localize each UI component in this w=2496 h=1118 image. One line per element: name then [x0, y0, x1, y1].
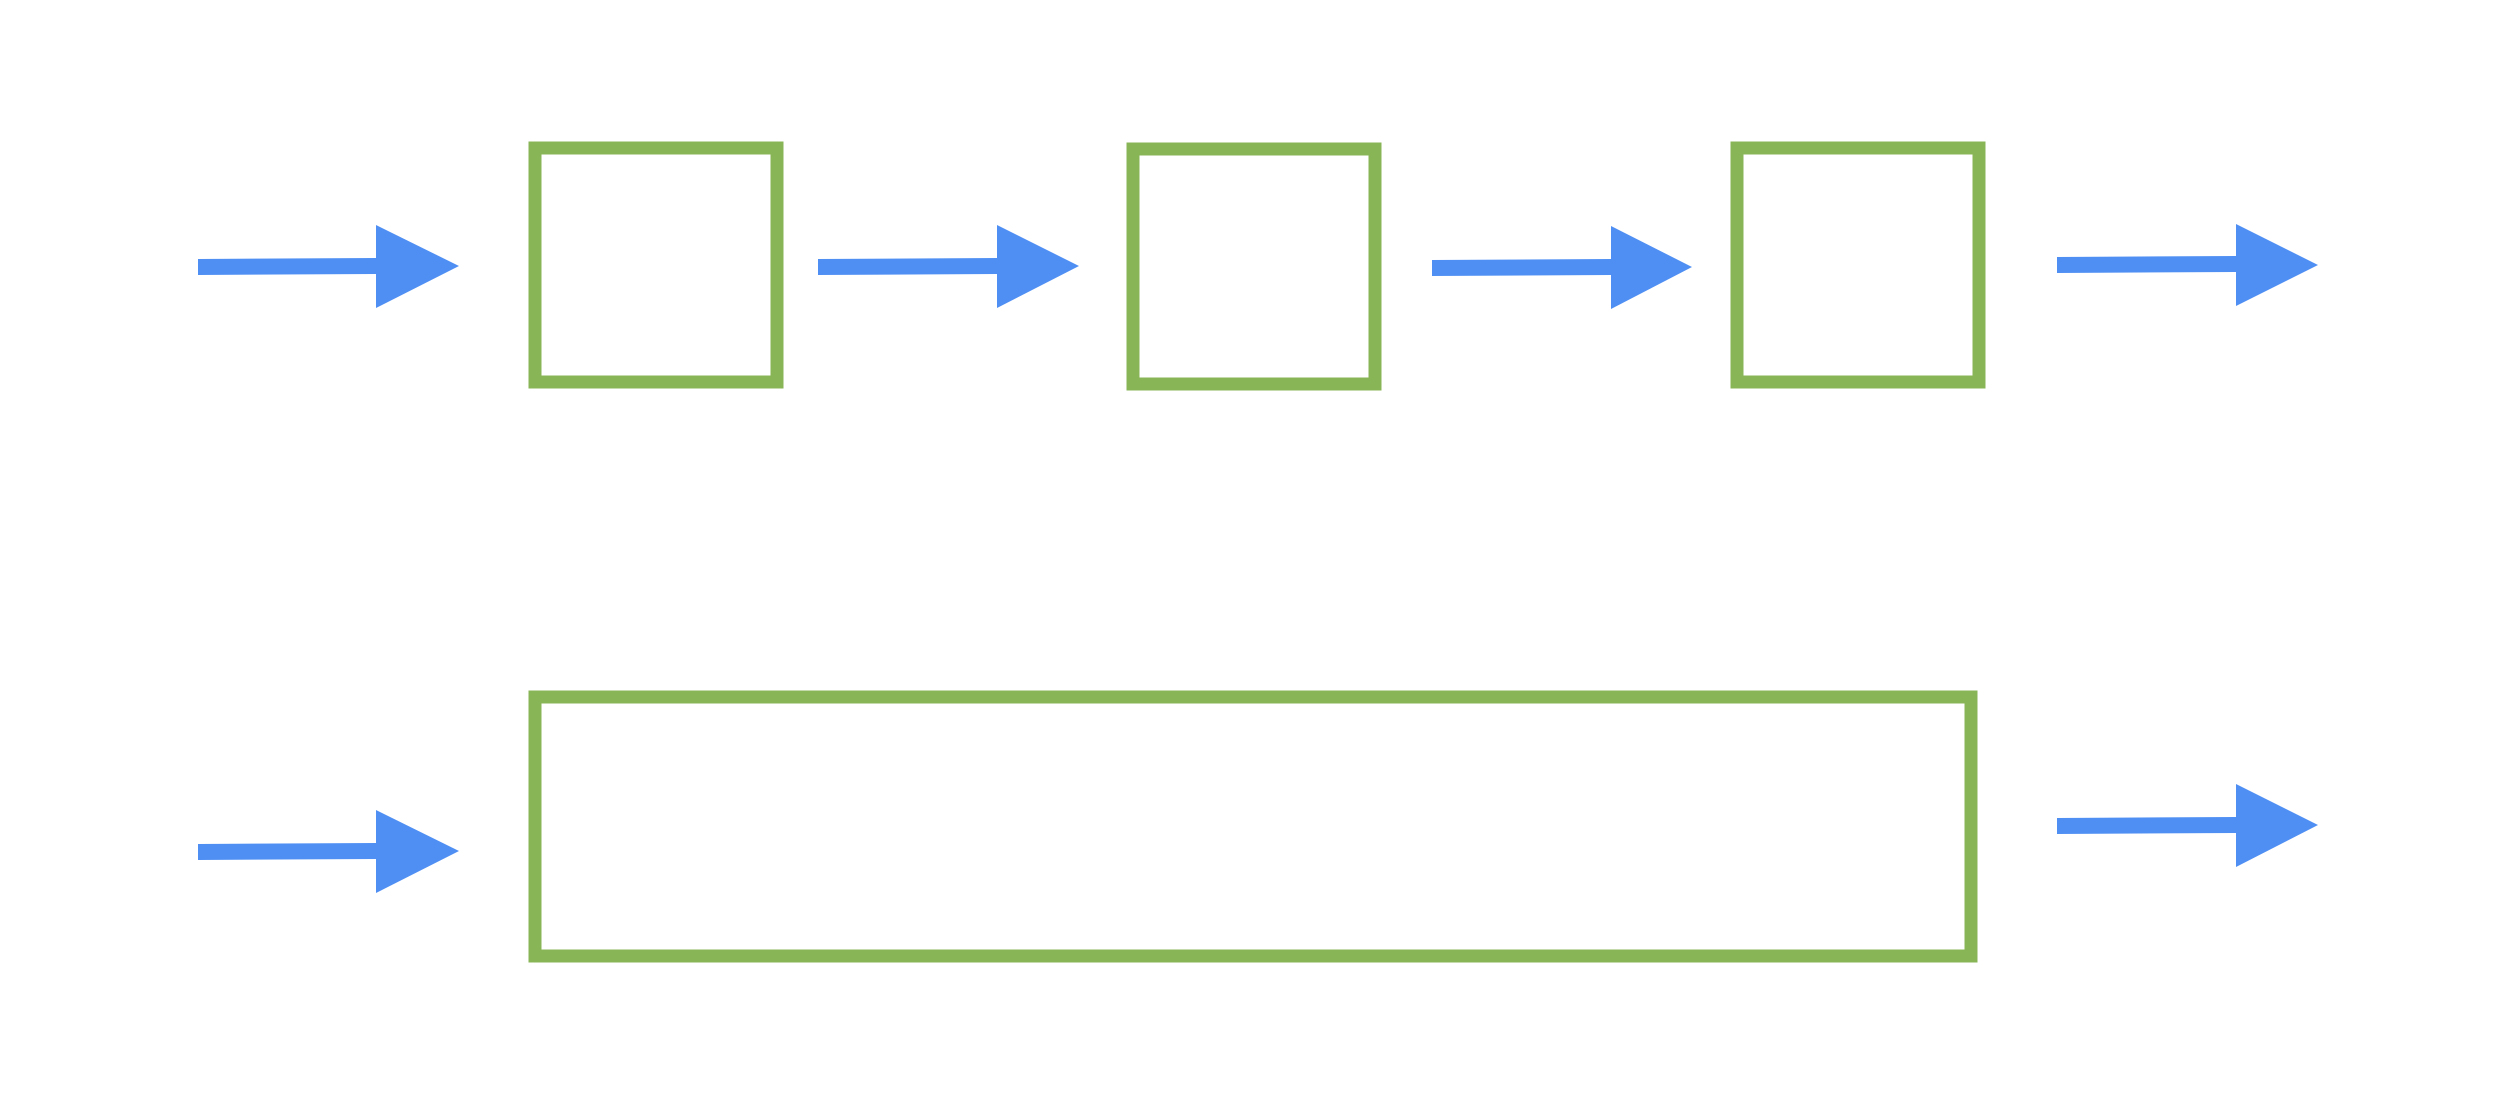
- flow-arrow-1: [198, 225, 459, 308]
- flow-arrow-5: [198, 810, 459, 893]
- block-box: [528, 690, 1978, 963]
- stage-box-3: [1730, 141, 1986, 389]
- arrow-shaft: [818, 258, 997, 275]
- stage-box-2: [1126, 142, 1382, 391]
- arrow-head: [1611, 226, 1692, 309]
- stage-box-1: [528, 141, 784, 389]
- arrow-shaft: [2057, 817, 2236, 834]
- arrow-shaft: [1432, 259, 1611, 276]
- arrow-head: [997, 225, 1079, 308]
- arrow-head: [2236, 224, 2318, 306]
- arrow-shaft: [2057, 256, 2236, 273]
- row-pipeline-stages: [198, 141, 2318, 391]
- arrow-shaft: [198, 258, 376, 275]
- arrow-head: [2236, 784, 2318, 867]
- arrow-head: [376, 810, 459, 893]
- flow-arrow-3: [1432, 226, 1692, 309]
- flow-arrow-4: [2057, 224, 2318, 306]
- arrow-shaft: [198, 843, 376, 860]
- row-single-block: [198, 690, 2318, 963]
- arrow-head: [376, 225, 459, 308]
- flow-arrow-2: [818, 225, 1079, 308]
- flow-arrow-6: [2057, 784, 2318, 867]
